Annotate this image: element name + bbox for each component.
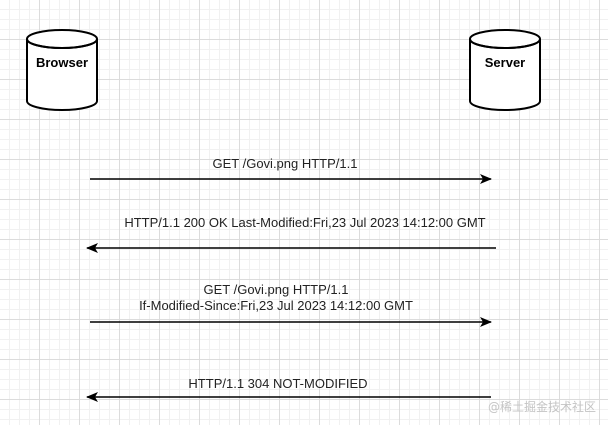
browser-cylinder-body [26,39,98,111]
message-3-label-line-1: GET /Govi.png HTTP/1.1 [204,282,349,297]
message-4-label: HTTP/1.1 304 NOT-MODIFIED [188,376,367,391]
message-4: HTTP/1.1 304 NOT-MODIFIED [86,376,491,402]
message-2-label: HTTP/1.1 200 OK Last-Modified:Fri,23 Jul… [124,215,485,230]
message-3: GET /Govi.png HTTP/1.1 If-Modified-Since… [90,282,492,327]
server-cylinder-body [469,39,541,111]
message-1-label: GET /Govi.png HTTP/1.1 [213,156,358,171]
browser-label: Browser [36,55,88,70]
message-3-label-line-2: If-Modified-Since:Fri,23 Jul 2023 14:12:… [139,298,413,313]
message-2: HTTP/1.1 200 OK Last-Modified:Fri,23 Jul… [86,215,496,253]
message-1: GET /Govi.png HTTP/1.1 [90,156,492,184]
server-label: Server [485,55,525,70]
server-node: Server [469,29,541,111]
browser-node: Browser [26,29,98,111]
watermark-text: @稀土掘金技术社区 [487,400,596,414]
